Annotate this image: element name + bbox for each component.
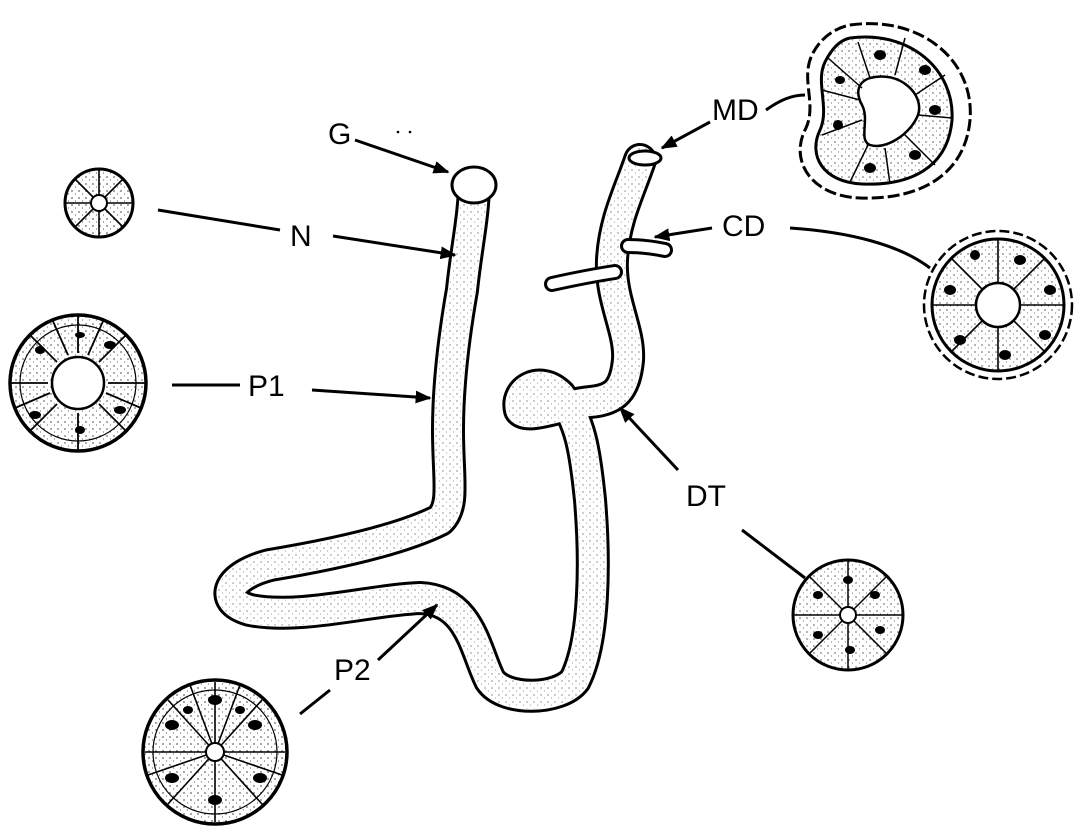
cross-section-p2 <box>143 680 287 824</box>
label-cd: CD <box>722 212 765 242</box>
cross-section-cd <box>924 231 1072 379</box>
label-p1: P1 <box>248 372 285 402</box>
arrow-cd <box>655 228 712 237</box>
arrow-n <box>333 236 455 255</box>
cross-section-dt <box>793 560 903 670</box>
line-cd-section <box>790 228 930 268</box>
specks <box>397 131 412 134</box>
label-g: G <box>328 120 351 150</box>
cross-section-p1 <box>10 315 146 451</box>
arrow-p1 <box>312 390 430 398</box>
duct-opening <box>629 151 661 165</box>
line-n-section <box>158 210 280 230</box>
line-dt-section <box>742 530 805 578</box>
line-md-section <box>766 95 805 110</box>
label-md: MD <box>712 96 759 126</box>
cross-section-md <box>800 24 970 199</box>
label-p2: P2 <box>334 656 371 686</box>
arrow-dt <box>620 408 678 470</box>
label-dt: DT <box>686 482 726 512</box>
cross-section-n <box>65 169 133 237</box>
label-n: N <box>290 222 312 252</box>
arrow-g <box>355 140 448 172</box>
glomerulus <box>452 167 496 203</box>
arrow-md <box>662 122 710 148</box>
line-p2-section <box>300 690 330 714</box>
